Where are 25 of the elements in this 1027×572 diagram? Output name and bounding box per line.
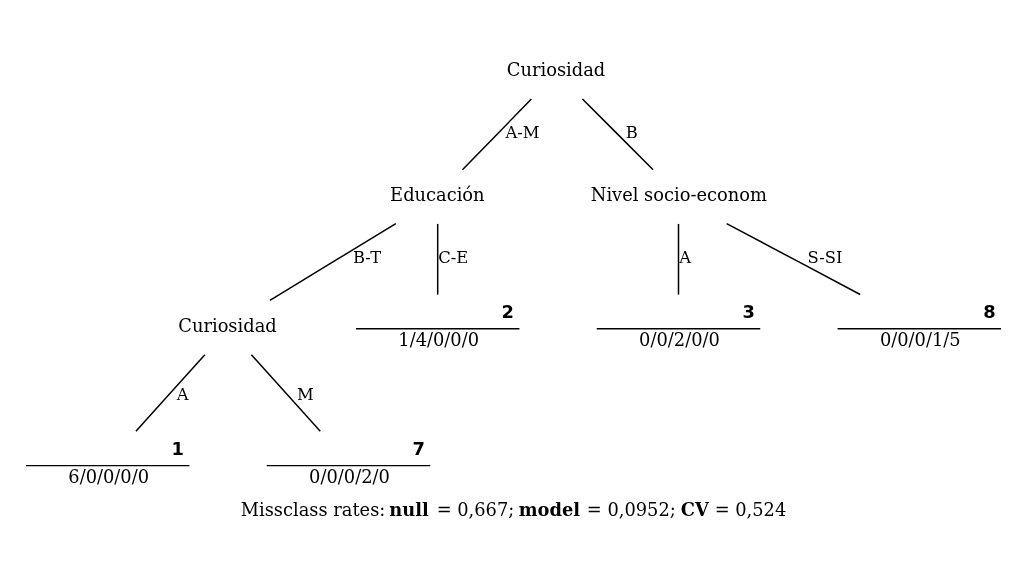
node-text: Nivel socio-econom (590, 183, 767, 205)
edge-label: A (679, 247, 692, 267)
connector (461, 97, 533, 170)
edge-label: B (625, 122, 638, 142)
edge-label: A-M (505, 122, 540, 142)
edge-label: M (297, 384, 314, 404)
connector (581, 97, 654, 170)
node-text: 2 1/4/0/0/0 (398, 300, 515, 350)
node-text: Educación (390, 183, 485, 205)
node-text: 8 0/0/0/1/5 (879, 300, 996, 350)
connector (135, 353, 206, 432)
edge-label: S-SI (807, 247, 843, 267)
edge-label: C-E (438, 247, 469, 267)
connector (250, 353, 321, 432)
connector (677, 222, 680, 295)
edge-label: B-T (353, 247, 382, 267)
node-text: 3 0/0/2/0/0 (639, 300, 755, 350)
node-text: 1 6/0/0/0/0 (68, 437, 185, 487)
connector (725, 222, 861, 295)
caption: Missclass rates: null = 0,667; model = 0,0952; CV = 0,524 (240, 498, 787, 520)
node-text: Curiosidad (178, 314, 277, 336)
connector (269, 222, 397, 301)
connector (436, 222, 439, 295)
node-text: Curiosidad (506, 58, 606, 80)
edge-label: A (176, 384, 189, 404)
